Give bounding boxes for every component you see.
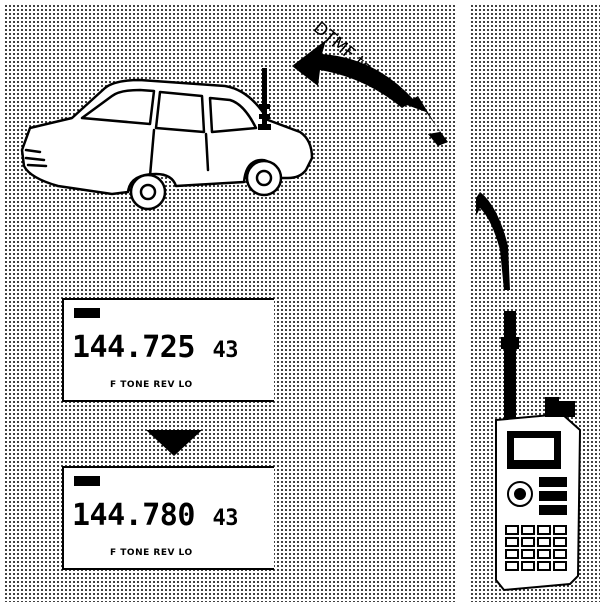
frequency-after: 144.780 bbox=[72, 498, 195, 533]
memory-tag-indicator bbox=[74, 308, 100, 318]
memory-tag-indicator bbox=[74, 476, 100, 486]
extra-digits-before: 43 bbox=[213, 338, 239, 363]
status-indicators-after: F TONE REV LO bbox=[110, 548, 193, 558]
down-arrow-icon bbox=[146, 430, 202, 456]
radio-display-before: 144.725 43 F TONE REV LO bbox=[62, 298, 274, 402]
frequency-before: 144.725 bbox=[72, 330, 195, 365]
radio-signal-icon bbox=[476, 192, 510, 290]
status-indicators-before: F TONE REV LO bbox=[110, 380, 193, 390]
signal-arrow-icon bbox=[292, 40, 456, 168]
radio-display-after: 144.780 43 F TONE REV LO bbox=[62, 466, 274, 570]
handheld-radio-icon bbox=[496, 312, 580, 590]
frequency-readout-after: 144.780 43 bbox=[72, 498, 238, 533]
frequency-readout-before: 144.725 43 bbox=[72, 330, 238, 365]
car-icon bbox=[22, 80, 312, 209]
extra-digits-after: 43 bbox=[213, 506, 239, 531]
